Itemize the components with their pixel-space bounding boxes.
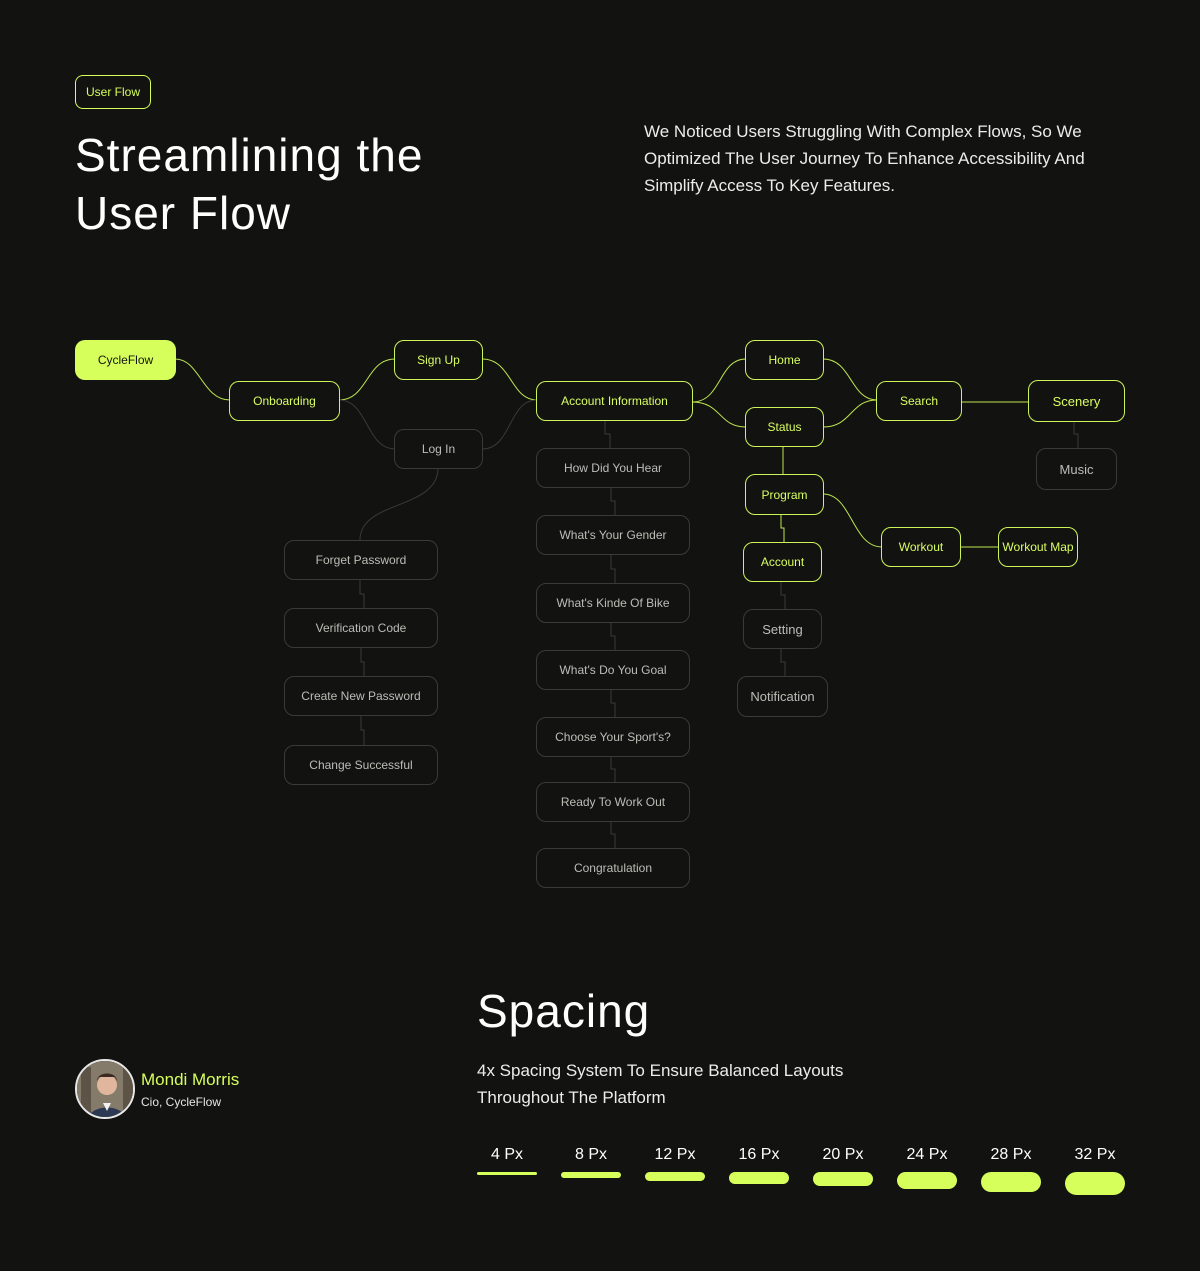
node-whats-do-you-goal[interactable]: What's Do You Goal (536, 650, 690, 690)
node-program[interactable]: Program (745, 474, 824, 515)
spacing-bar (981, 1172, 1041, 1192)
spacing-label: 16 Px (738, 1146, 780, 1163)
avatar (75, 1059, 135, 1119)
connector-ready-congrats (610, 821, 616, 848)
user-flow-tag: User Flow (75, 75, 151, 109)
connector-program-account (780, 514, 785, 542)
spacing-bar (813, 1172, 873, 1186)
node-notification[interactable]: Notification (737, 676, 828, 717)
connector-create-change (360, 716, 365, 745)
node-search[interactable]: Search (876, 381, 962, 421)
connector-account-info-home (691, 358, 747, 403)
node-change-successful[interactable]: Change Successful (284, 745, 438, 785)
spacing-label: 4 Px (490, 1146, 523, 1163)
connector-onboarding-login (338, 399, 396, 450)
spacing-label: 12 Px (654, 1146, 696, 1163)
spacing-label: 8 Px (574, 1146, 607, 1163)
connector-forget-verify (359, 579, 365, 608)
node-account-information[interactable]: Account Information (536, 381, 693, 421)
node-music[interactable]: Music (1036, 448, 1117, 490)
node-account[interactable]: Account (743, 542, 822, 582)
page-title: Streamlining the User Flow (75, 129, 424, 239)
node-whats-kinde-of-bike[interactable]: What's Kinde Of Bike (536, 583, 690, 623)
connector-cycleflow-onboarding (174, 358, 231, 401)
node-scenery[interactable]: Scenery (1028, 380, 1125, 422)
node-cycleflow[interactable]: CycleFlow (75, 340, 176, 380)
node-workout-map[interactable]: Workout Map (998, 527, 1078, 567)
connector-gender-bike (610, 555, 616, 583)
connector-goal-sports (610, 690, 616, 717)
node-verification-code[interactable]: Verification Code (284, 608, 438, 648)
profile-name: Mondi Morris (141, 1070, 240, 1089)
spacing-label: 24 Px (906, 1146, 948, 1163)
spacing-description: 4x Spacing System To Ensure Balanced Lay… (477, 1061, 844, 1107)
connector-home-search (822, 358, 878, 401)
node-onboarding[interactable]: Onboarding (229, 381, 340, 421)
connector-signup-account-info (481, 358, 538, 401)
node-forget-password[interactable]: Forget Password (284, 540, 438, 580)
connector-program-workout (822, 493, 883, 548)
spacing-bar (645, 1172, 705, 1181)
spacing-label: 20 Px (822, 1146, 864, 1163)
connector-scenery-music (1073, 421, 1079, 448)
spacing-label: 32 Px (1074, 1146, 1116, 1163)
spacing-bar (1065, 1172, 1125, 1195)
spacing-bar (729, 1172, 789, 1184)
connector-account-info-status (691, 401, 747, 428)
spacing-bar (897, 1172, 957, 1189)
node-sign-up[interactable]: Sign Up (394, 340, 483, 380)
flow-connectors (174, 358, 1079, 848)
page-description: We Noticed Users Struggling With Complex… (644, 122, 1085, 195)
connector-accinfo-hear (604, 420, 611, 448)
spacing-bar (477, 1172, 537, 1175)
node-how-did-you-hear[interactable]: How Did You Hear (536, 448, 690, 488)
connector-account-setting (780, 582, 786, 609)
connector-setting-notification (780, 649, 786, 676)
connector-login-forget (359, 467, 439, 541)
connector-verify-create (360, 648, 365, 676)
connector-sports-ready (610, 756, 616, 782)
spacing-title: Spacing (477, 985, 651, 1037)
node-ready-to-work-out[interactable]: Ready To Work Out (536, 782, 690, 822)
connector-hear-gender (610, 488, 616, 515)
connector-onboarding-signup (338, 358, 396, 401)
spacing-label: 28 Px (990, 1146, 1032, 1163)
node-whats-your-gender[interactable]: What's Your Gender (536, 515, 690, 555)
node-setting[interactable]: Setting (743, 609, 822, 649)
node-status[interactable]: Status (745, 407, 824, 447)
node-congratulation[interactable]: Congratulation (536, 848, 690, 888)
spacing-bar (561, 1172, 621, 1178)
connector-bike-goal (610, 622, 616, 650)
connector-status-search (822, 399, 878, 428)
node-home[interactable]: Home (745, 340, 824, 380)
connector-login-account-info (481, 399, 538, 450)
node-workout[interactable]: Workout (881, 527, 961, 567)
node-log-in[interactable]: Log In (394, 429, 483, 469)
node-create-new-password[interactable]: Create New Password (284, 676, 438, 716)
node-choose-your-sports[interactable]: Choose Your Sport's? (536, 717, 690, 757)
profile-role: Cio, CycleFlow (141, 1095, 222, 1109)
